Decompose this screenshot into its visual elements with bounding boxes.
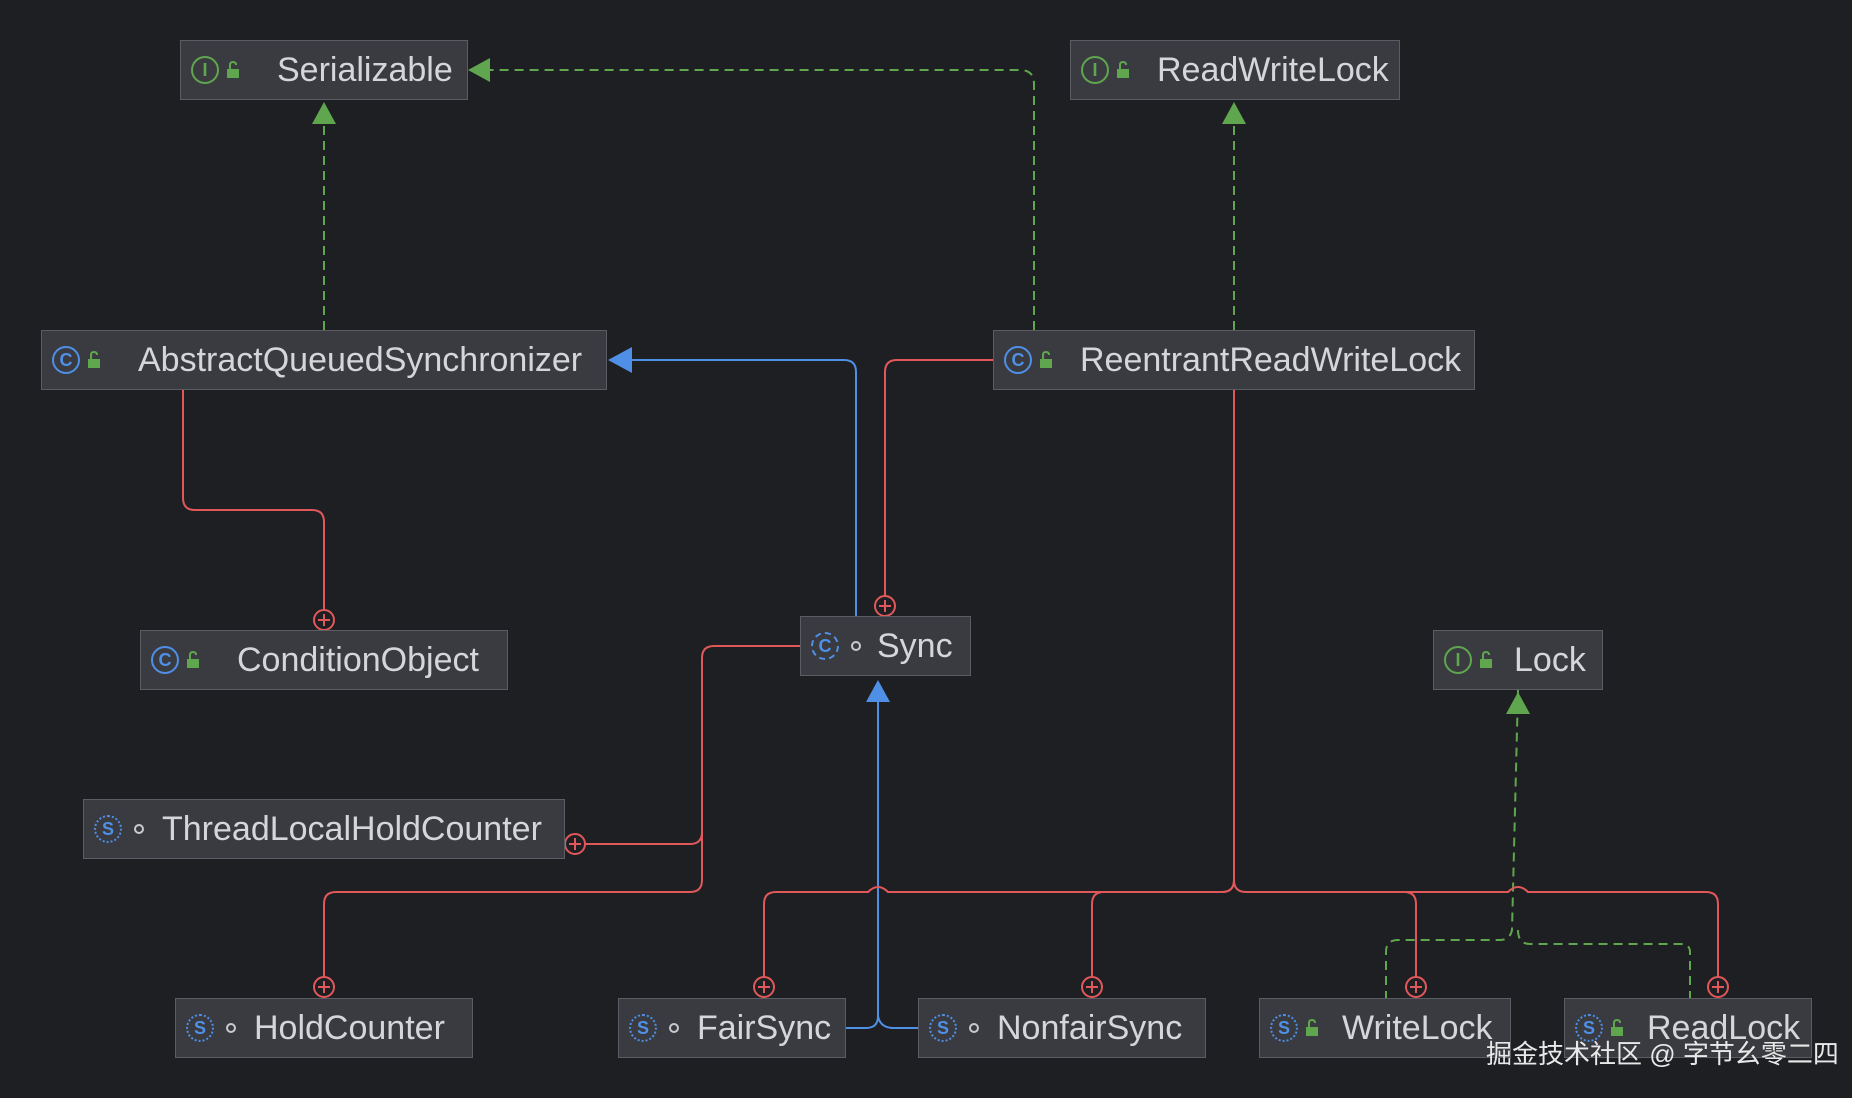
node-fairsync[interactable]: S FairSync [618,998,846,1058]
edge-rrwl-inner-sync [884,359,993,596]
public-lock-icon [1306,1019,1318,1036]
node-readlock[interactable]: S ReadLock [1564,998,1812,1058]
node-label: Serializable [277,50,453,89]
node-label: NonfairSync [997,1008,1183,1047]
node-serializable[interactable]: I Serializable [180,40,468,100]
static-class-icon: S [629,1014,657,1042]
abstract-class-icon: C [811,632,839,660]
node-sync[interactable]: C Sync [800,616,971,676]
edge-rrwl-inner-bus [763,390,1235,977]
node-readwritelock[interactable]: I ReadWriteLock [1070,40,1400,100]
node-threadlocalholdcounter[interactable]: S ThreadLocalHoldCounter [83,799,565,859]
node-abstractqueuedsynchronizer[interactable]: C AbstractQueuedSynchronizer [41,330,607,390]
package-private-icon [969,1023,979,1033]
edge-rrwl-inner-readlock [1404,886,1719,977]
node-label: ConditionObject [237,640,479,679]
node-conditionobject[interactable]: C ConditionObject [140,630,508,690]
arrowhead-sync [866,680,890,702]
static-class-icon: S [186,1014,214,1042]
edge-sync-inner-holdcounter [323,832,703,977]
node-label: WriteLock [1342,1008,1493,1047]
node-label: ReentrantReadWriteLock [1080,340,1462,379]
arrowhead-lock [1506,692,1530,714]
class-icon: C [151,646,179,674]
class-icon: C [1004,346,1032,374]
node-label: ReadWriteLock [1157,50,1389,89]
static-class-icon: S [929,1014,957,1042]
interface-icon: I [191,56,219,84]
arrowhead-aqs [608,347,632,373]
arrowhead-readwritelock [1222,102,1246,124]
edge-fairsync-extends-sync [846,700,879,1029]
edge-readlock-implements-lock [1517,929,1691,1000]
arrowhead-serializable-bottom [312,102,336,124]
node-label: HoldCounter [254,1008,445,1047]
class-icon: C [52,346,80,374]
node-label: FairSync [697,1008,832,1047]
inner-marker-fairsync [753,976,775,998]
public-lock-icon [227,61,239,78]
public-lock-icon [1117,61,1129,78]
edge-writelock-implements-lock [1385,689,1519,1000]
package-private-icon [851,641,861,651]
interface-icon: I [1444,646,1472,674]
inner-marker-holdcounter [313,976,335,998]
inner-marker-readlock [1707,976,1729,998]
watermark: 掘金技术社区 @ 字节幺零二四 [1486,1039,1839,1069]
static-class-icon: S [1575,1014,1603,1042]
edge-aqs-inner-conditionobject [182,390,325,610]
package-private-icon [669,1023,679,1033]
node-nonfairsync[interactable]: S NonfairSync [918,998,1206,1058]
inner-marker-threadlocalholdcounter [564,833,586,855]
node-lock[interactable]: I Lock [1433,630,1603,690]
edge-rrwl-inner-nonfairsync [1091,879,1235,977]
inner-marker-writelock [1405,976,1427,998]
edge-rrwl-implements-serializable [470,69,1035,330]
package-private-icon [134,824,144,834]
node-reentrantreadwritelock[interactable]: C ReentrantReadWriteLock [993,330,1475,390]
public-lock-icon [1040,351,1052,368]
edge-nonfairsync-extends-sync [877,1015,918,1029]
inner-marker-conditionobject [313,609,335,631]
package-private-icon [226,1023,236,1033]
edge-rrwl-inner-right-bus [1233,879,1417,977]
node-label: Lock [1514,640,1586,679]
edge-sync-extends-aqs [628,359,857,616]
public-lock-icon [187,651,199,668]
node-label: ThreadLocalHoldCounter [162,809,542,848]
public-lock-icon [1480,651,1492,668]
edge-sync-inner-threadlocalholdcounter [585,645,800,845]
node-writelock[interactable]: S WriteLock [1259,998,1511,1058]
static-class-icon: S [1270,1014,1298,1042]
arrowhead-serializable-right [468,58,490,82]
node-holdcounter[interactable]: S HoldCounter [175,998,473,1058]
public-lock-icon [1611,1019,1623,1036]
node-label: Sync [877,626,953,665]
inner-marker-nonfairsync [1081,976,1103,998]
public-lock-icon [88,351,100,368]
inner-marker-sync [874,595,896,617]
node-label: ReadLock [1647,1008,1801,1047]
static-class-icon: S [94,815,122,843]
node-label: AbstractQueuedSynchronizer [138,340,583,379]
interface-icon: I [1081,56,1109,84]
